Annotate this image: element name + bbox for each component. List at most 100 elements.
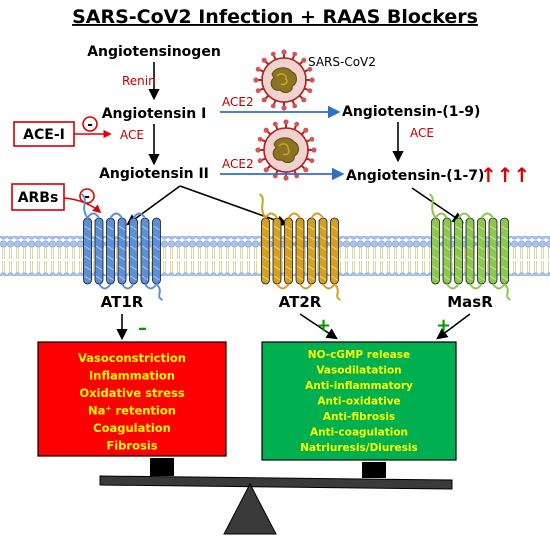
at2r-helix-stripe <box>273 235 281 241</box>
at1r-helix-stripe <box>107 235 114 241</box>
at1r-loop <box>121 283 135 290</box>
at1r-helix-stripe <box>118 245 126 251</box>
scale-weight-right <box>362 462 386 478</box>
masr-sign: + <box>436 315 451 336</box>
harmful-effect-item: Inflammation <box>89 369 175 383</box>
at1r-loop <box>98 283 112 290</box>
masr-loop <box>469 283 483 290</box>
at1r-helix-stripe <box>118 225 126 231</box>
acei-blocker: ACE-I - <box>13 116 112 147</box>
arbs-box <box>11 183 65 211</box>
arbs-inhibit-icon <box>79 188 95 204</box>
at1r-helix-stripe <box>118 265 126 271</box>
at1r-helix-stripe <box>95 265 103 271</box>
protective-effect-item: Vasodilatation <box>316 365 401 377</box>
at2r-helix-stripe <box>296 255 304 261</box>
masr-helix-stripe <box>455 275 462 281</box>
acei-inhibit-sign: - <box>87 117 93 133</box>
renin-label: Renin <box>122 74 156 88</box>
increase-arrows-icon: ↑↑↑ <box>480 163 530 187</box>
arrow-masr-to-protective <box>436 313 471 340</box>
arrow-ang2-to-at2r <box>179 185 289 227</box>
at1r-loop <box>132 212 146 219</box>
virus-label: SARS-CoV2 <box>308 55 376 69</box>
at2r-sign: + <box>316 315 331 336</box>
at1r-helix-stripe <box>107 265 114 271</box>
masr-helix-stripe <box>443 225 451 231</box>
at2r-helix-stripe <box>331 225 338 231</box>
protective-effect-item: NO-cGMP release <box>308 349 410 361</box>
at1r-helix-stripe <box>118 255 126 261</box>
harmful-effect-item: Coagulation <box>93 421 171 435</box>
masr-helix-stripe <box>478 275 485 281</box>
masr-loop <box>457 212 471 219</box>
at2r-helix-stripe <box>285 225 292 231</box>
at2r-helix-stripe <box>319 225 327 231</box>
at1r-helix-stripe <box>84 275 91 281</box>
angiotensin-2-label: Angiotensin II <box>99 166 209 182</box>
at1r-helix-stripe <box>130 235 137 241</box>
masr-helix-stripe <box>489 265 497 271</box>
ace-right-label: ACE <box>410 126 434 140</box>
at2r-helix-stripe <box>308 245 315 251</box>
scale-fulcrum <box>223 482 277 535</box>
masr-helix-stripe <box>443 255 451 261</box>
at1r-helix-stripe <box>130 255 137 261</box>
masr-helix-stripe <box>478 255 485 261</box>
at2r-helix-stripe <box>262 225 269 231</box>
balance-scale <box>99 458 453 535</box>
at2r-helix-stripe <box>308 235 315 241</box>
at2r-helix-stripe <box>308 255 315 261</box>
at1r-loop <box>109 212 123 219</box>
masr-helix-stripe <box>432 245 439 251</box>
at1r-helix-stripe <box>130 245 137 251</box>
at2r-helix-stripe <box>296 265 304 271</box>
at1r-helix-stripe <box>84 225 91 231</box>
at2r-helix-stripe <box>285 265 292 271</box>
at2r-helix-stripe <box>331 245 338 251</box>
at1r-helix-stripe <box>141 235 149 241</box>
at2r-helix-stripe <box>319 265 327 271</box>
at1r-n-terminus <box>80 193 89 219</box>
at2r-helix-stripe <box>273 275 281 281</box>
masr-label: MasR <box>447 293 493 311</box>
masr-helix-stripe <box>501 245 508 251</box>
at2r-helix-stripe <box>319 275 327 281</box>
masr-helix-stripe <box>432 275 439 281</box>
arbs-label: ARBs <box>18 190 59 206</box>
masr-helix-stripe <box>432 255 439 261</box>
masr-helix-stripe <box>432 225 439 231</box>
protective-effects-list: NO-cGMP releaseVasodilatationAnti-inflam… <box>300 349 418 454</box>
masr-helix-stripe <box>455 245 462 251</box>
masr-helix-stripe <box>455 255 462 261</box>
at2r-helix-stripe <box>296 245 304 251</box>
masr-helix-stripe <box>501 265 508 271</box>
at2r-helix-stripe <box>262 275 269 281</box>
arbs-blocker: ARBs - <box>11 183 102 214</box>
at2r-receptor <box>258 193 342 301</box>
at1r-helix-stripe <box>153 255 160 261</box>
masr-helix-stripe <box>466 265 474 271</box>
at1r-helix-stripe <box>95 275 103 281</box>
acei-inhibit-icon <box>82 116 98 132</box>
at2r-helix-stripe <box>285 275 292 281</box>
masr-helix-stripe <box>443 275 451 281</box>
at1r-helix-stripe <box>153 265 160 271</box>
at1r-helix-stripe <box>95 245 103 251</box>
at2r-helix-stripe <box>262 265 269 271</box>
at2r-helix-stripe <box>319 255 327 261</box>
protective-effect-item: Anti-inflammatory <box>305 380 413 392</box>
protective-effects-box <box>261 341 457 461</box>
ace2-bottom-label: ACE2 <box>222 157 254 171</box>
masr-helix-stripe <box>455 265 462 271</box>
at2r-helix-stripe <box>273 265 281 271</box>
at2r-helix-stripe <box>262 235 269 241</box>
at2r-loop <box>322 283 336 290</box>
at2r-helix-stripe <box>262 245 269 251</box>
virus-icon-bottom <box>254 118 318 182</box>
at2r-loop <box>310 212 324 219</box>
page-title: SARS-CoV2 Infection + RAAS Blockers <box>72 6 478 28</box>
scale-beam <box>99 475 453 490</box>
